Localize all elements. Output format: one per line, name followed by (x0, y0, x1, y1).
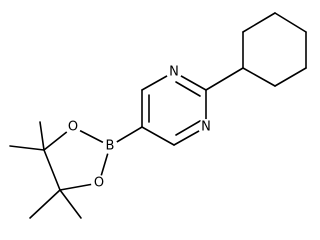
bond (274, 67, 307, 87)
atom-labels: N N B O O (65, 64, 214, 191)
bond (175, 120, 201, 136)
label-mask (198, 119, 214, 135)
oxygen-top-label: O (68, 120, 78, 135)
methyl-bond (59, 189, 82, 219)
label-mask (91, 175, 107, 191)
bond (141, 126, 175, 146)
methyl-bond (9, 145, 45, 151)
bond (242, 67, 276, 87)
oxygen-bottom-label: O (94, 176, 104, 191)
bond-cyclohexyl-pyrimidine (205, 67, 244, 91)
chemical-structure: N N B O O (9, 12, 307, 219)
label-mask (65, 119, 81, 135)
methyl-groups (9, 121, 82, 219)
label-mask (102, 138, 118, 154)
pyrimidine-ring (141, 71, 207, 146)
methyl-bond (39, 121, 45, 151)
nitrogen-top-label: N (169, 65, 179, 80)
boron-label: B (106, 139, 115, 154)
bond (43, 149, 61, 191)
bond (175, 81, 201, 97)
nitrogen-bottom-label: N (201, 120, 211, 135)
label-mask (166, 64, 182, 80)
cyclohexyl-ring (242, 12, 307, 87)
bond (274, 12, 307, 33)
bond (242, 12, 276, 33)
methyl-bond (29, 189, 61, 219)
